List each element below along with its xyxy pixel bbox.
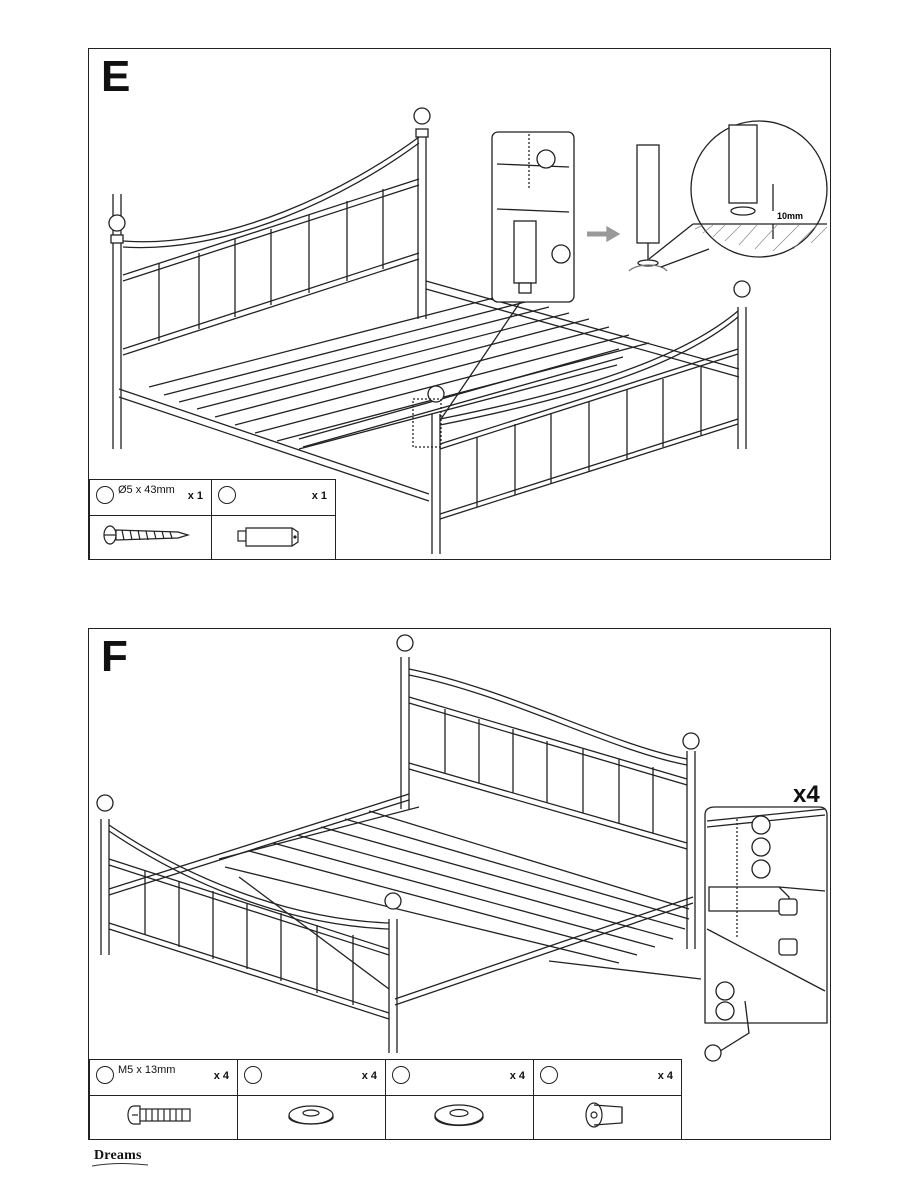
part-image-cell [237, 1095, 386, 1140]
part-qty: x 4 [361, 1070, 377, 1082]
part-image-cell [89, 1095, 238, 1140]
part-spec: Ø5 x 43mm [118, 484, 175, 496]
barrel-nut-icon [585, 1102, 623, 1128]
part-ref-circle [244, 1066, 262, 1084]
spring-washer-icon [288, 1105, 334, 1125]
part-ref-circle [96, 1066, 114, 1084]
step-f-bed-illustration [96, 634, 828, 1062]
part-ref-circle [392, 1066, 410, 1084]
step-e-parts-table: Ø5 x 43mm x 1 x 1 [89, 479, 336, 560]
part-qty: x 1 [187, 490, 203, 502]
step-e-panel: E [88, 48, 831, 560]
step-f-letter: F [101, 632, 128, 681]
part-cell-bolt: M5 x 13mm x 4 [89, 1059, 238, 1096]
step-f-parts-table: M5 x 13mm x 4 x 4 x 4 x 4 [89, 1059, 682, 1140]
part-cell-foot-leg: x 1 [211, 479, 336, 516]
part-cell-flat-washer: x 4 [385, 1059, 534, 1096]
part-cell-barrel-nut: x 4 [533, 1059, 682, 1096]
part-image-cell [385, 1095, 534, 1140]
part-image-cell [211, 515, 336, 560]
part-qty: x 1 [311, 490, 327, 502]
step-f-panel: F x4 [88, 628, 831, 1140]
part-cell-screw: Ø5 x 43mm x 1 [89, 479, 212, 516]
flat-washer-icon [434, 1104, 484, 1127]
step-e-letter: E [101, 52, 131, 101]
detail-multiplier: x4 [793, 781, 820, 808]
part-image-cell [89, 515, 212, 560]
clearance-label: 10mm [777, 211, 803, 221]
part-spec: M5 x 13mm [118, 1064, 176, 1076]
part-cell-spring-washer: x 4 [237, 1059, 386, 1096]
part-qty: x 4 [657, 1070, 673, 1082]
logo-swoosh-icon [92, 1163, 148, 1167]
step-e-bed-illustration: 10mm [108, 107, 828, 554]
part-ref-circle [96, 486, 114, 504]
foot-leg-icon [237, 527, 299, 547]
part-image-cell [533, 1095, 682, 1140]
bolt-icon [127, 1105, 191, 1125]
screw-icon [103, 525, 191, 545]
part-ref-circle [218, 486, 236, 504]
part-qty: x 4 [213, 1070, 229, 1082]
brand-logo: Dreams [94, 1148, 142, 1163]
part-ref-circle [540, 1066, 558, 1084]
part-qty: x 4 [509, 1070, 525, 1082]
